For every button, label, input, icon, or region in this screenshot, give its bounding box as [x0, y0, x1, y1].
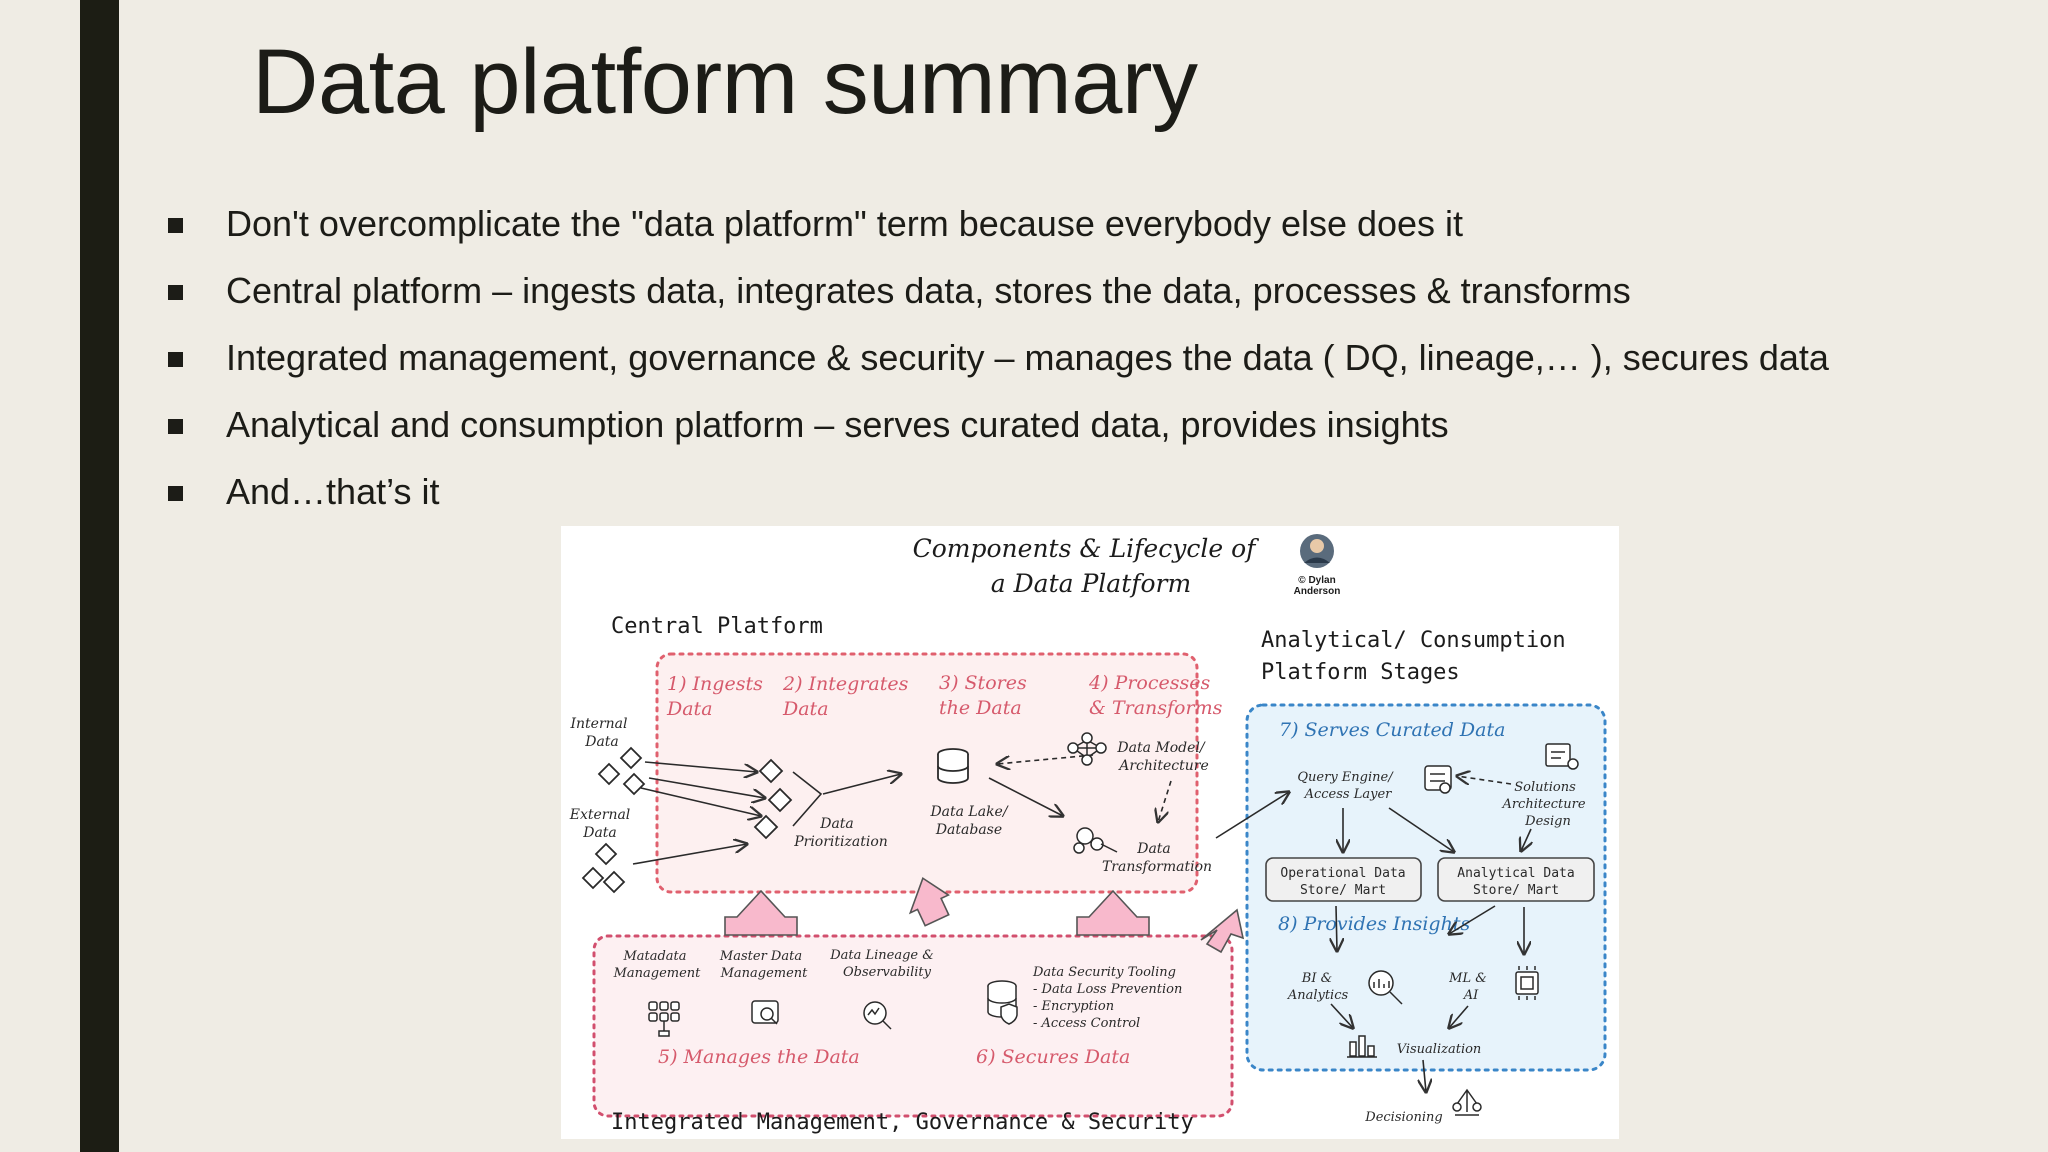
master-data-label: Master Data: [719, 949, 802, 964]
bullet-item: Central platform – ingests data, integra…: [160, 263, 1829, 330]
analytics-icons: [1347, 743, 1579, 1116]
transformation-icon: [1073, 827, 1118, 854]
data-model-label: Architecture: [1117, 758, 1209, 774]
analytics-arrows: [1331, 776, 1531, 1092]
ingest-arrows: [632, 754, 1289, 865]
external-data-label: Data: [582, 825, 617, 841]
stage-3-label: 3) Stores: [939, 672, 1027, 694]
internal-data-label: Data: [584, 734, 619, 750]
bullet-item: Analytical and consumption platform – se…: [160, 397, 1829, 464]
transformation-label: Data: [1136, 841, 1171, 857]
stage-1-label: 1) Ingests: [667, 673, 763, 695]
data-platform-diagram: Components & Lifecycle of a Data Platfor…: [561, 526, 1619, 1139]
analytics-label: Analytical/ Consumption: [1261, 628, 1566, 653]
operational-store-label: Store/ Mart: [1300, 883, 1386, 898]
diagram-title-line2: a Data Platform: [991, 569, 1191, 598]
author-credit: Anderson: [1294, 586, 1341, 597]
slide-title: Data platform summary: [252, 31, 1198, 133]
data-model-label: Data Model/: [1116, 740, 1205, 756]
slide-side-bar: [80, 0, 119, 1152]
security-tooling-item: - Data Loss Prevention: [1033, 982, 1182, 997]
stage-2-label: 2) Integrates: [782, 673, 909, 695]
author-avatar: [1300, 534, 1334, 568]
decisioning-label: Decisioning: [1364, 1110, 1442, 1125]
security-tooling-item: - Access Control: [1033, 1016, 1140, 1031]
metadata-label: Management: [613, 966, 702, 981]
visualization-label: Visualization: [1397, 1042, 1482, 1057]
stage-4-label: & Transforms: [1089, 697, 1223, 719]
governance-label: Integrated Management, Governance & Secu…: [611, 1110, 1194, 1135]
operational-store-label: Operational Data: [1280, 866, 1405, 881]
central-platform-box: [655, 652, 1199, 894]
transformation-label: Transformation: [1102, 859, 1212, 875]
security-tooling-item: - Encryption: [1033, 999, 1114, 1014]
bullet-item: Don't overcomplicate the "data platform"…: [160, 196, 1829, 263]
stage-2-label: Data: [782, 698, 829, 720]
solutions-label: Architecture: [1501, 797, 1585, 812]
network-model-icon: [1067, 732, 1107, 766]
bullet-list: Don't overcomplicate the "data platform"…: [160, 196, 1829, 531]
analytics-label: Platform Stages: [1261, 660, 1460, 685]
lineage-label: Observability: [843, 965, 932, 980]
stage-6-label: 6) Secures Data: [976, 1046, 1130, 1068]
internal-data-label: Internal: [570, 716, 628, 732]
security-tooling-label: Data Security Tooling: [1032, 965, 1176, 980]
stage-1-label: Data: [666, 698, 713, 720]
query-engine-label: Access Layer: [1304, 787, 1393, 802]
central-platform-label: Central Platform: [611, 614, 823, 639]
ml-label: ML &: [1448, 971, 1487, 986]
prioritization-label: Prioritization: [793, 834, 888, 850]
author-credit: © Dylan: [1298, 575, 1335, 586]
diagram-title-line1: Components & Lifecycle of: [913, 534, 1260, 563]
analytical-store-label: Analytical Data: [1457, 866, 1574, 881]
bullet-item: Integrated management, governance & secu…: [160, 330, 1829, 397]
bullet-square-icon: [168, 352, 183, 367]
query-engine-label: Query Engine/: [1297, 770, 1394, 785]
stage-8-label: 8) Provides Insights: [1278, 913, 1470, 935]
data-source-diamonds: [581, 746, 793, 894]
metadata-label: Matadata: [622, 949, 686, 964]
data-lake-label: Database: [935, 822, 1002, 838]
bullet-square-icon: [168, 486, 183, 501]
prioritization-label: Data: [819, 816, 854, 832]
governance-box: [592, 934, 1234, 1118]
stage-7-label: 7) Serves Curated Data: [1279, 719, 1505, 741]
data-lake-label: Data Lake/: [929, 804, 1008, 820]
external-data-label: External: [569, 807, 631, 823]
solutions-label: Solutions: [1514, 780, 1576, 795]
bullet-square-icon: [168, 419, 183, 434]
analytical-store-label: Store/ Mart: [1473, 883, 1559, 898]
diagram-canvas: Components & Lifecycle of a Data Platfor…: [569, 534, 1607, 1135]
analytical-store-box: [1437, 857, 1595, 902]
governance-icons: [648, 980, 1018, 1037]
stage-5-label: 5) Manages the Data: [658, 1046, 860, 1068]
operational-store-box: [1265, 857, 1422, 902]
bullet-square-icon: [168, 285, 183, 300]
database-icon: [937, 748, 969, 784]
bi-label: BI &: [1301, 971, 1332, 986]
solutions-label: Design: [1524, 814, 1571, 829]
stage-4-label: 4) Processes: [1088, 672, 1210, 694]
bi-label: Analytics: [1287, 988, 1349, 1003]
ml-label: AI: [1463, 988, 1479, 1003]
bullet-square-icon: [168, 218, 183, 233]
lineage-label: Data Lineage &: [829, 948, 934, 963]
master-data-label: Management: [720, 966, 809, 981]
stage-3-label: the Data: [939, 697, 1022, 719]
bullet-item: And…that’s it: [160, 464, 1829, 531]
pink-arrows: [724, 877, 1245, 954]
